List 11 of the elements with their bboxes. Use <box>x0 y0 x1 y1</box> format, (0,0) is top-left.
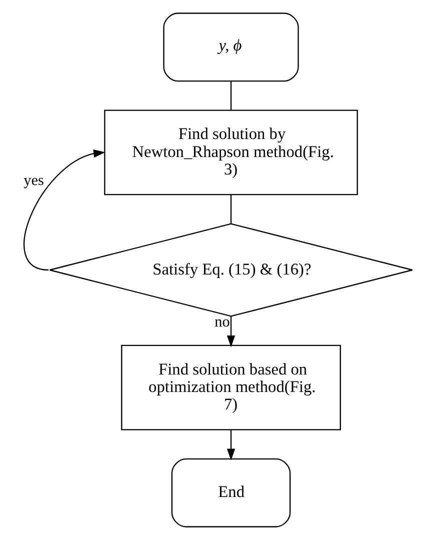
node-box: Find solution by Newton_Rhapson method(Fig. 3) <box>104 110 358 196</box>
node-diamond: Satisfy Eq. (15) & (16)? <box>48 223 412 317</box>
node-box: Find solution based on optimization method(Fig. 7) <box>120 344 340 430</box>
edge-label: yes <box>23 172 44 189</box>
arrow <box>23 149 105 271</box>
node-box: End <box>170 458 290 528</box>
arrow <box>226 430 235 461</box>
connector <box>230 194 232 224</box>
arrow <box>226 316 235 348</box>
node-box: y, ϕ <box>162 12 298 82</box>
connector <box>230 81 232 110</box>
